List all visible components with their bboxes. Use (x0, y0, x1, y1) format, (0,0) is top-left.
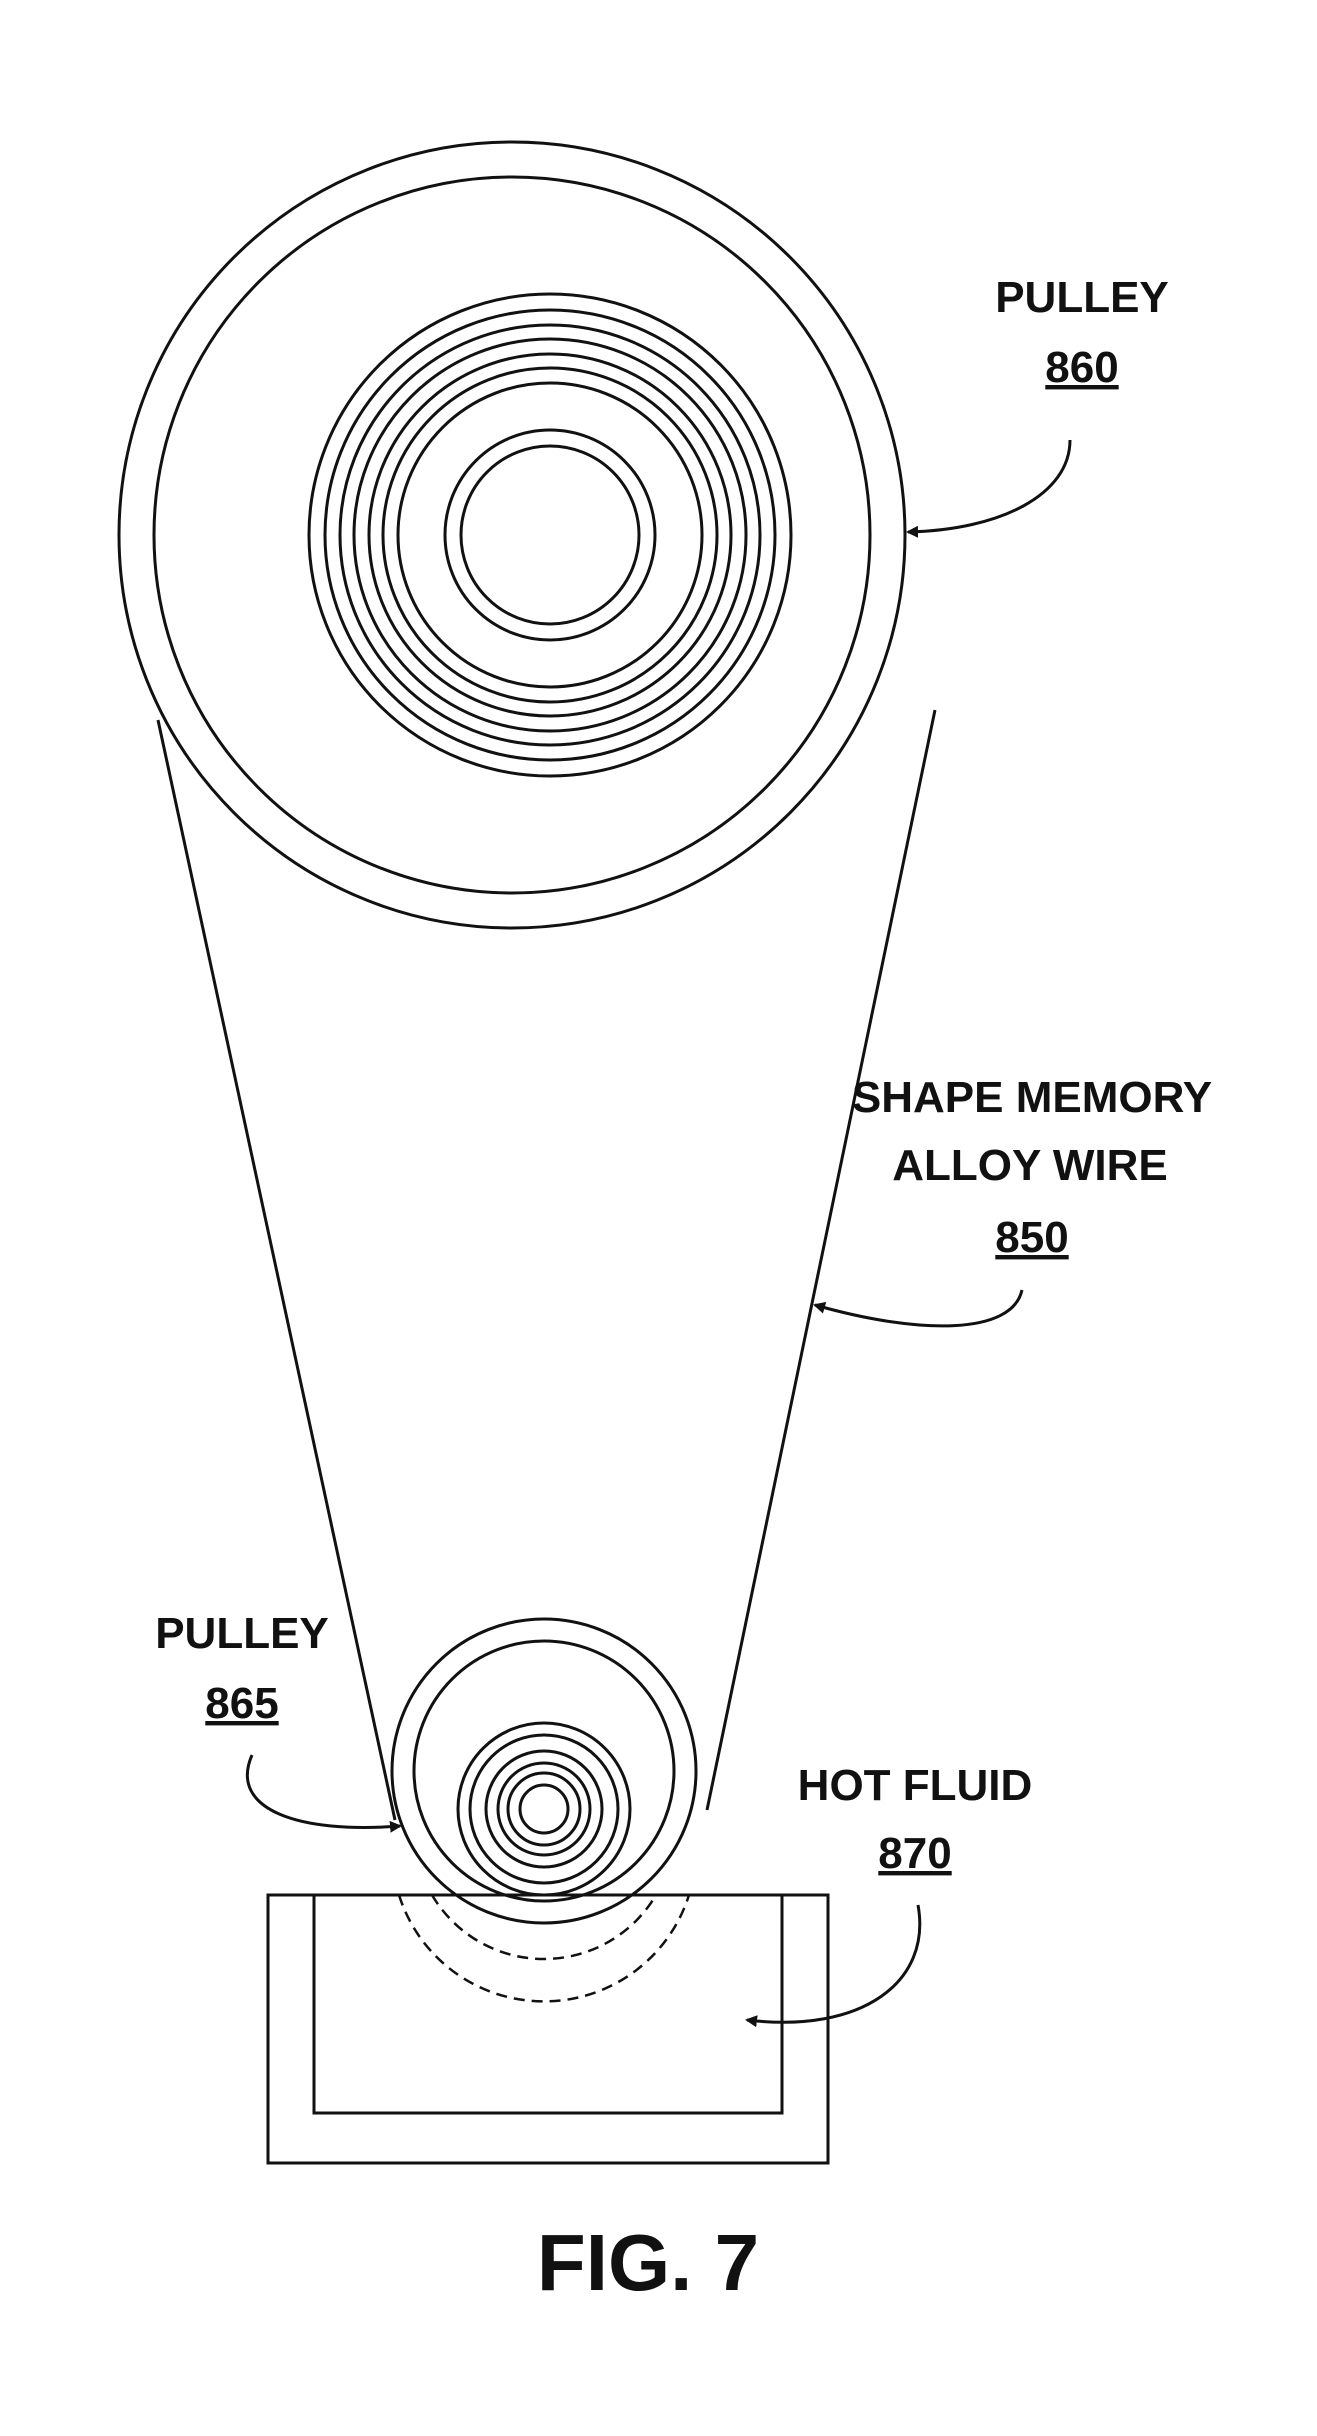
pulley-865-submerged-groove (430, 1894, 658, 1961)
leader-arrow-850 (813, 1289, 1024, 1328)
wire-850-number: 850 (995, 1213, 1068, 1262)
pulley-860-label: PULLEY (995, 273, 1169, 322)
pulley-860-hub-rings (307, 292, 793, 778)
leader-arrow-865 (245, 1754, 402, 1833)
container-outer-wall (266, 1893, 830, 2165)
wire-right-strand (705, 709, 937, 1811)
pulley-865-label: PULLEY (155, 1609, 329, 1658)
pulley-860-groove (152, 175, 872, 895)
pulley-865-groove (412, 1639, 676, 1903)
hot-fluid-870-number: 870 (878, 1829, 951, 1878)
hot-fluid-870-label: HOT FLUID (798, 1761, 1033, 1810)
wire-850-label-line1: SHAPE MEMORY (852, 1073, 1212, 1122)
shape-memory-alloy-wire-850 (156, 709, 937, 1821)
wire-850-label-line2: ALLOY WIRE (892, 1141, 1167, 1190)
pulley-865-outer-rim (390, 1617, 698, 1925)
pulley-860-number: 860 (1045, 343, 1118, 392)
pulley-865-submerged-rim (397, 1894, 691, 2003)
leader-arrow-860 (906, 439, 1072, 538)
pulley-860 (117, 140, 907, 930)
wire-left-strand (156, 719, 397, 1821)
pulley-865-number: 865 (205, 1679, 278, 1728)
container-inner-wall (312, 1893, 784, 2115)
pulley-865 (390, 1617, 698, 2003)
pulley-860-outer-rim (117, 140, 907, 930)
figure-caption: FIG. 7 (537, 2218, 759, 2307)
leader-arrow-870 (745, 1904, 922, 2028)
hot-fluid-container-870 (266, 1893, 830, 2165)
